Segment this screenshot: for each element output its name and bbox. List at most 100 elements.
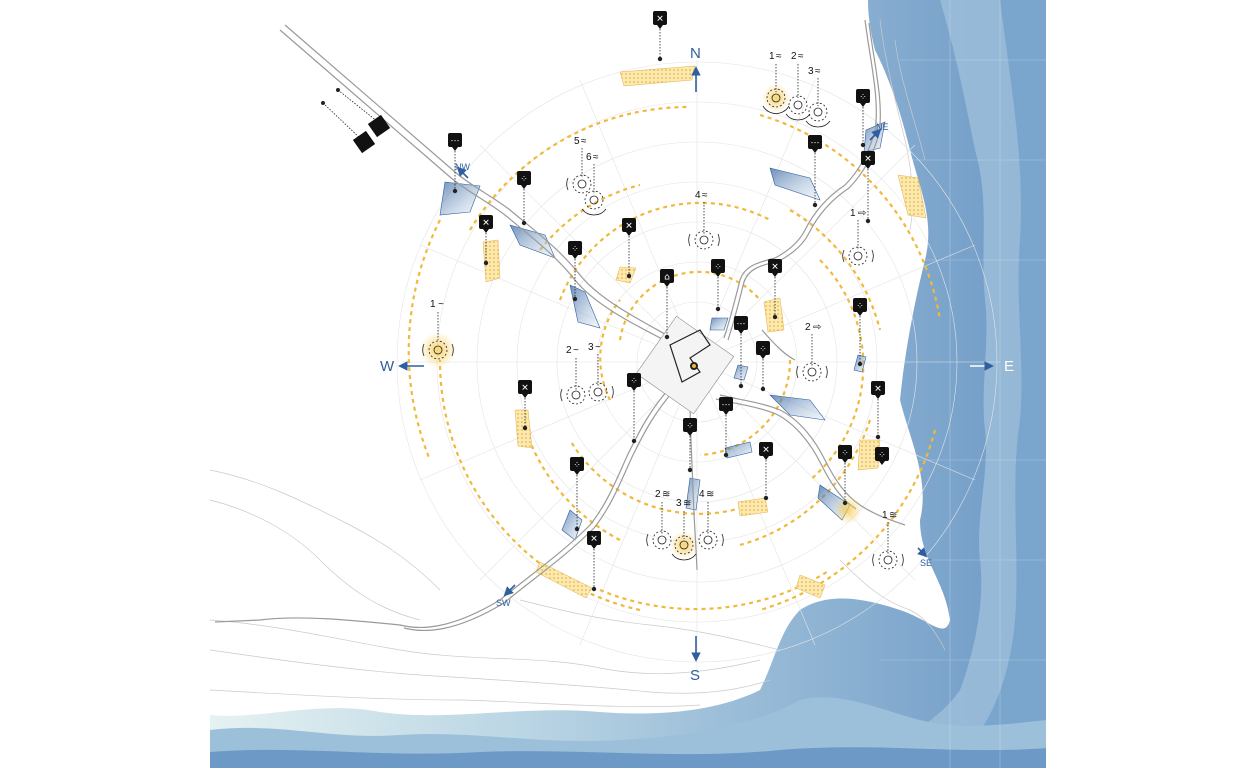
no-swimming-icon: ✕ xyxy=(653,11,667,62)
svg-text:⁘: ⁘ xyxy=(856,302,864,312)
arrow-sound-icon: ⇨ xyxy=(858,208,866,219)
svg-text:⁘: ⁘ xyxy=(630,377,638,387)
footprints-icon: ⁘ xyxy=(570,457,584,532)
wave-sound-icon: ≈ xyxy=(798,51,804,62)
ripple-3-label: 3 xyxy=(676,498,682,509)
wave-4-label: 4 xyxy=(695,190,701,201)
wave-sound-icon: ≈ xyxy=(593,152,599,163)
no-swimming-icon: ✕ xyxy=(518,380,532,431)
svg-text:⁘: ⁘ xyxy=(573,461,581,471)
footprints-icon: ⁘ xyxy=(568,241,582,302)
water-ripple-icon: ≋ xyxy=(706,489,714,500)
svg-text:✕: ✕ xyxy=(762,446,770,456)
svg-text:⋯: ⋯ xyxy=(722,401,731,411)
svg-text:✕: ✕ xyxy=(521,384,529,394)
shower-icon: ⋯ xyxy=(448,133,462,194)
no-swimming-icon: ✕ xyxy=(768,259,782,320)
wind-3-label: 3 xyxy=(588,342,594,353)
compass-east-label: E xyxy=(1004,358,1014,375)
wind-icon: ~ xyxy=(573,345,579,356)
water-ripple-icon: ≋ xyxy=(889,510,897,521)
wind-icon: ~ xyxy=(595,342,601,353)
marker-stems xyxy=(437,64,889,554)
wave-3-label: 3 xyxy=(808,66,814,77)
svg-text:✕: ✕ xyxy=(482,219,490,229)
ripple-4-label: 4 xyxy=(699,489,705,500)
wave-sound-icon: ≈ xyxy=(776,51,782,62)
arrow-sound-icon: ⇨ xyxy=(813,322,821,333)
arrow-2-label: 2 xyxy=(805,322,811,333)
shower-icon: ⋯ xyxy=(734,316,748,389)
wind-2-label: 2 xyxy=(566,345,572,356)
no-swimming-icon: ✕ xyxy=(871,381,885,440)
shower-icon: ⋯ xyxy=(719,397,733,458)
wave-sound-icon: ≈ xyxy=(581,136,587,147)
svg-text:⋯: ⋯ xyxy=(811,139,820,149)
svg-text:✕: ✕ xyxy=(625,222,633,232)
legend-markers xyxy=(321,88,391,154)
svg-text:⋯: ⋯ xyxy=(737,320,746,330)
compass-north-label: N xyxy=(690,45,701,62)
svg-text:⁘: ⁘ xyxy=(686,422,694,432)
compass-southwest-label: SW xyxy=(496,598,511,608)
footprints-icon: ⁘ xyxy=(856,89,870,148)
compass-west-label: W xyxy=(380,358,395,375)
pin-markers: ✕ ✕ ✕ ✕ ✕ ✕ ✕ ✕ ✕ ⋯ ⋯ ⋯ ⋯ ⁘ ⁘ ⁘ ⁘ ⁘ ⁘ ⁘ ⁘ ⁘ ⁘ ⁘ ⌂ xyxy=(448,11,889,592)
footprints-icon: ⁘ xyxy=(627,373,641,444)
no-swimming-icon: ✕ xyxy=(587,531,601,592)
wave-5-label: 5 xyxy=(574,136,580,147)
sound-marker-circles xyxy=(422,88,904,570)
svg-text:✕: ✕ xyxy=(771,263,779,273)
sea-area xyxy=(210,0,1046,768)
footprints-icon: ⁘ xyxy=(517,171,531,226)
svg-text:✕: ✕ xyxy=(864,155,872,165)
no-swimming-icon: ✕ xyxy=(861,151,875,224)
contour-lines xyxy=(209,19,946,707)
footprints-icon: ⁘ xyxy=(683,418,697,473)
legend-pin-icon xyxy=(352,130,376,154)
wave-2-label: 2 xyxy=(791,51,797,62)
compass-south-label: S xyxy=(690,667,700,684)
wave-1-label: 1 xyxy=(769,51,775,62)
wave-sound-icon: ≈ xyxy=(702,190,708,201)
compass-southeast-label: SE xyxy=(920,558,932,568)
svg-text:⁘: ⁘ xyxy=(571,245,579,255)
footprints-icon: ⁘ xyxy=(853,298,867,367)
water-ripple-icon: ≋ xyxy=(683,498,691,509)
compass-northeast-label: NE xyxy=(876,122,889,132)
footprints-icon: ⁘ xyxy=(711,259,725,312)
bell-icon: ⌂ xyxy=(660,269,674,340)
wind-icon: ~ xyxy=(438,299,444,310)
central-building xyxy=(635,315,735,415)
sound-marker-labels: 1 ~ 1 ≈ 2 ≈ 3 ≈ 5 ≈ 6 ≈ 4 ≈ 1 ⇨ 2 ⇨ 2 ~ … xyxy=(430,51,897,521)
sound-glow xyxy=(420,84,862,559)
svg-text:⁘: ⁘ xyxy=(878,451,886,461)
svg-text:✕: ✕ xyxy=(656,15,664,25)
compass-northwest-label: NW xyxy=(455,162,470,172)
water-ripple-icon: ≋ xyxy=(662,489,670,500)
svg-text:⁘: ⁘ xyxy=(841,449,849,459)
svg-text:⁘: ⁘ xyxy=(859,93,867,103)
svg-text:⁘: ⁘ xyxy=(714,263,722,273)
svg-text:⋯: ⋯ xyxy=(451,137,460,147)
ripple-1-label: 1 xyxy=(882,510,888,521)
arrow-1-label: 1 xyxy=(850,208,856,219)
footprints-icon: ⁘ xyxy=(756,341,770,392)
footprints-icon: ⁘ xyxy=(875,447,889,465)
svg-text:⁘: ⁘ xyxy=(520,175,528,185)
hatched-zones xyxy=(482,65,927,599)
svg-text:⁘: ⁘ xyxy=(759,345,767,355)
sea-grid xyxy=(880,0,1046,768)
wind-1-label: 1 xyxy=(430,299,436,310)
legend-pin-icon xyxy=(367,114,391,138)
footprints-icon: ⁘ xyxy=(838,445,852,506)
shower-icon: ⋯ xyxy=(808,135,822,208)
svg-text:✕: ✕ xyxy=(590,535,598,545)
no-swimming-icon: ✕ xyxy=(622,218,636,279)
wave-6-label: 6 xyxy=(586,152,592,163)
no-swimming-icon: ✕ xyxy=(479,215,493,266)
svg-text:⌂: ⌂ xyxy=(664,273,670,283)
no-swimming-icon: ✕ xyxy=(759,442,773,501)
wave-sound-icon: ≈ xyxy=(815,66,821,77)
ripple-2-label: 2 xyxy=(655,489,661,500)
